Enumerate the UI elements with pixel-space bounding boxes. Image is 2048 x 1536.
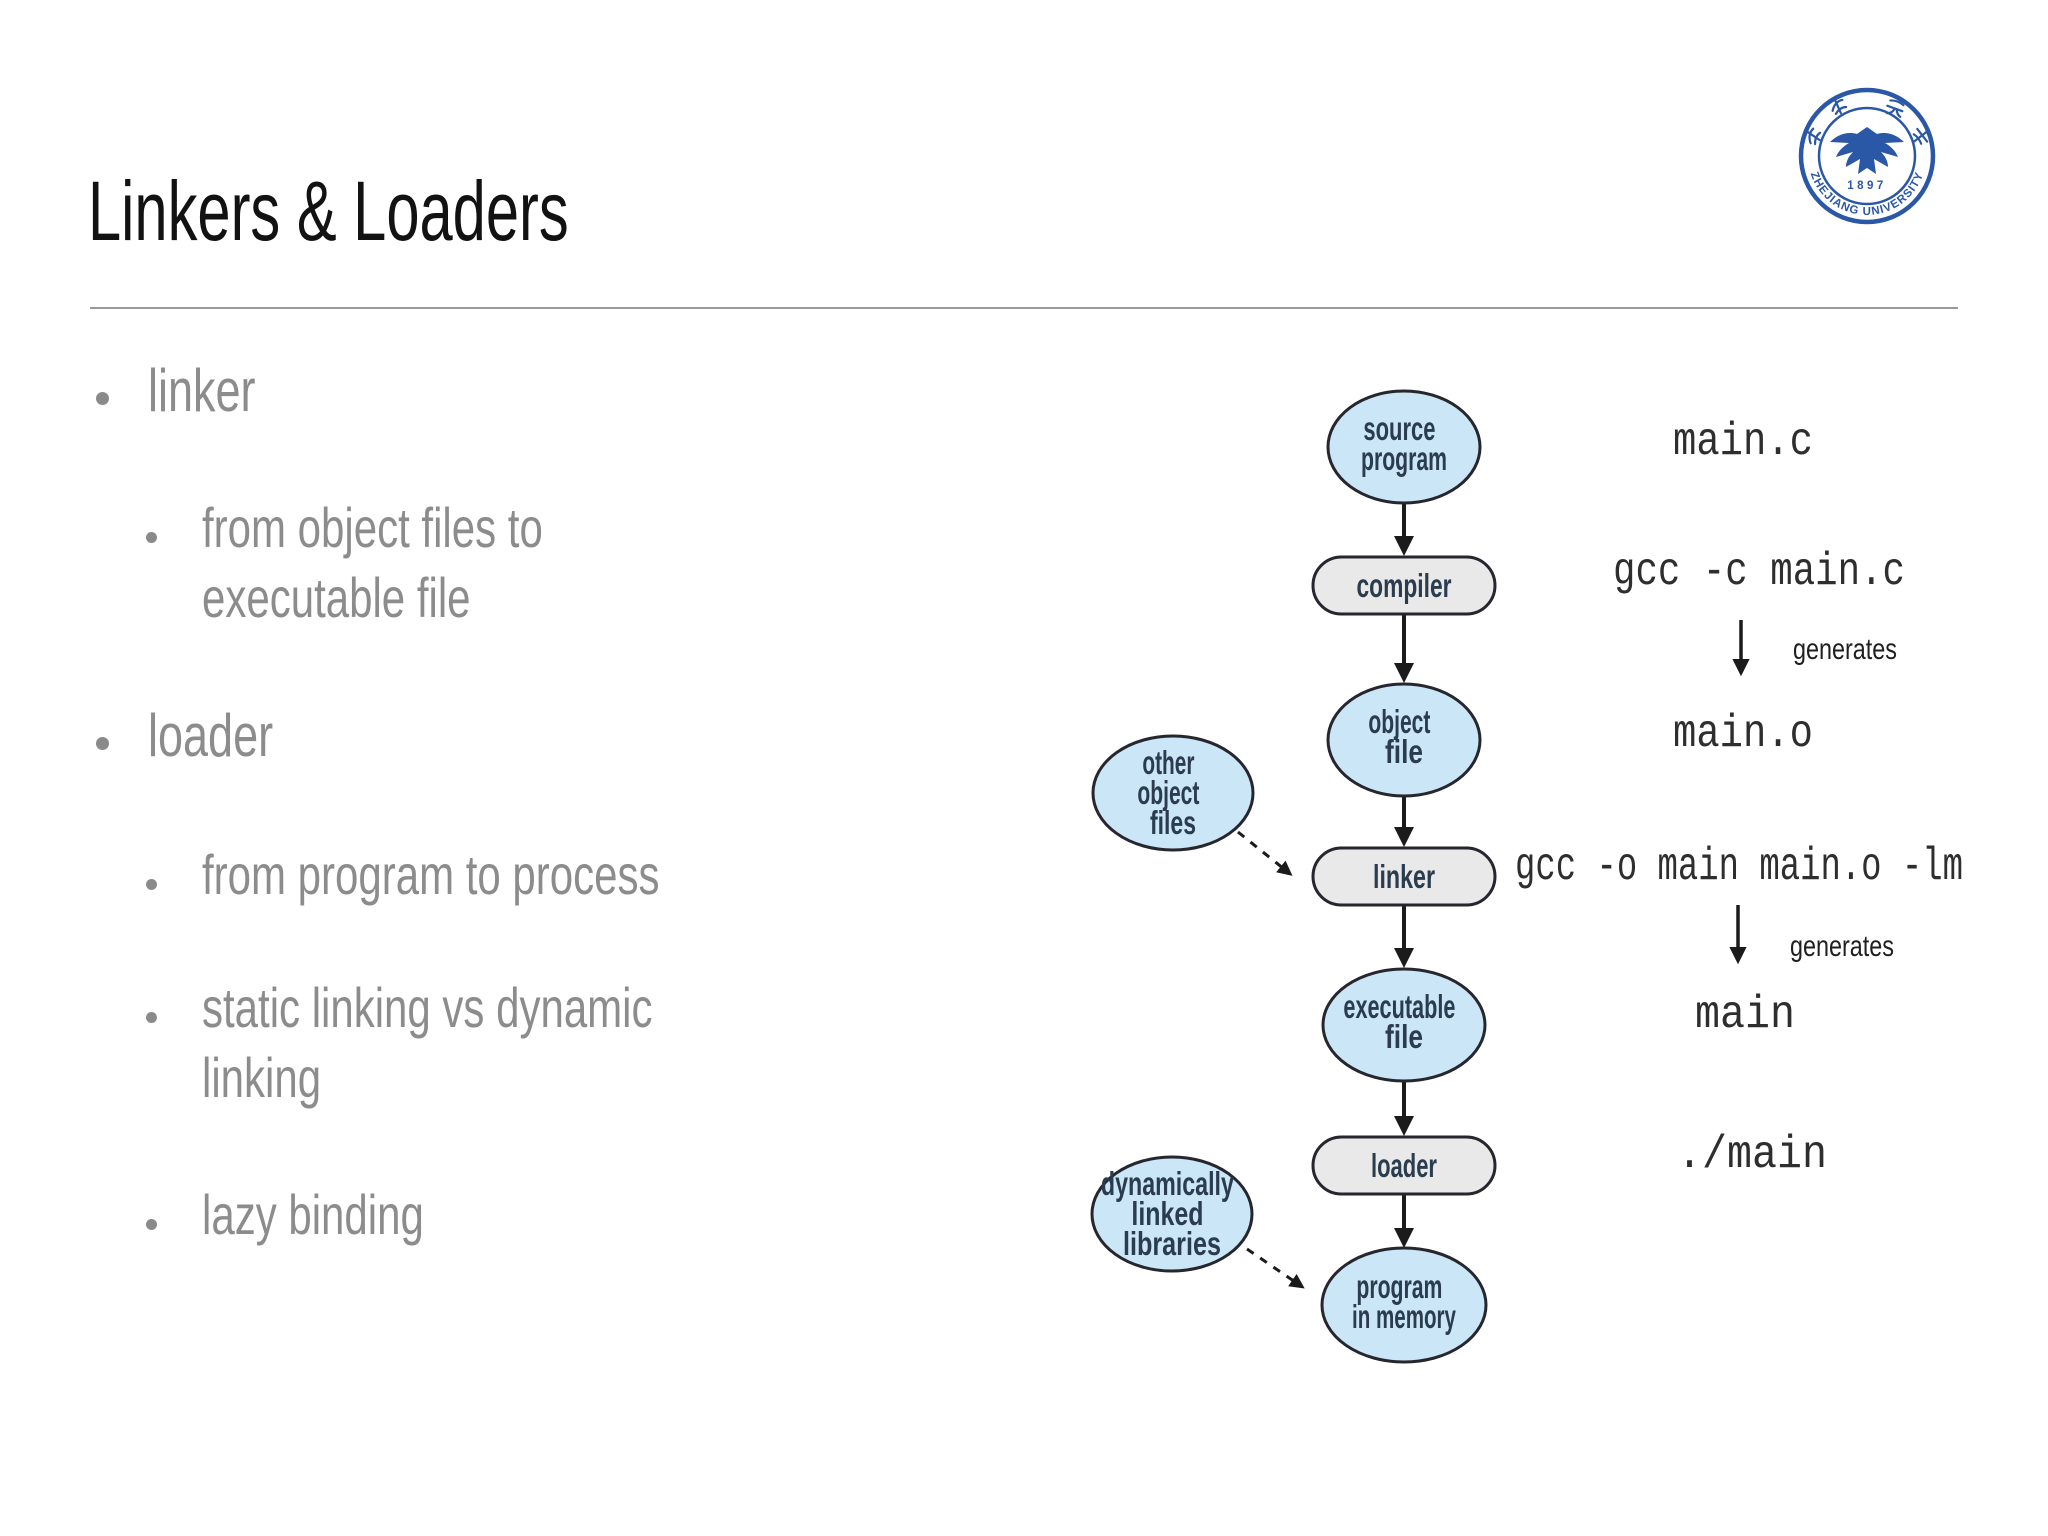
svg-text:dynamically linked: dynamically linked libraries [1101,1165,1243,1262]
node-linker: linker [1311,846,1497,907]
svg-text:loader: loader [1371,1147,1437,1184]
bullet-item-program-to-process: from program to process [146,840,812,910]
page-title: Linkers & Loaders [88,164,569,258]
node-compiler: compiler [1311,555,1497,616]
bullet-text: from program to process [202,843,660,906]
svg-text:other object f: other object files [1137,744,1208,841]
bullet-text: static linking vs dynamic linking [202,976,653,1109]
svg-text:executable file: executable file [1343,988,1464,1055]
bullet-dot [146,1012,157,1023]
zhejiang-university-logo: ZHEJIANG UNIVERSITY 1897 [1798,87,1936,225]
node-source-program: source program [1326,389,1482,505]
dashed-arrow-dll-to-program [1246,1247,1305,1289]
object-output-label: main.o [1673,708,1813,760]
bullet-item-static-vs-dynamic: static linking vs dynamic linking [146,973,803,1113]
node-object-file: object file [1326,682,1482,798]
bullet-item-object-to-executable: from object files to executable file [146,493,656,633]
compile-command: gcc -c main.c [1613,546,1905,598]
svg-text:linker: linker [1373,858,1435,895]
bullet-dot [96,737,109,750]
generates-label-1: generates [1793,633,1897,666]
svg-text:program in memory: program in memory [1352,1268,1456,1335]
run-command: ./main [1677,1129,1827,1181]
seal-year: 1897 [1847,180,1887,192]
node-dynamically-linked-libraries: dynamically linked libraries [1090,1155,1254,1273]
generates-label-2: generates [1790,930,1894,963]
bullet-item-lazy-binding: lazy binding [146,1180,498,1250]
bullet-text: loader [148,702,274,769]
bullet-text: linker [148,357,256,424]
bullet-dot [146,879,157,890]
node-other-object-files: other object files [1091,734,1255,852]
node-program-in-memory: program in memory [1320,1246,1488,1364]
executable-output-label: main [1695,989,1795,1041]
svg-text:compiler: compiler [1357,567,1452,604]
source-file-label: main.c [1673,416,1813,468]
svg-text:source program: source program [1361,410,1447,477]
link-command: gcc -o main main.o -lm [1515,841,1963,893]
seal-eagle-icon [1830,127,1904,174]
bullet-dot [96,392,109,405]
node-executable-file: executable file [1321,967,1487,1083]
bullet-dot [146,1219,157,1230]
title-divider [90,307,1958,309]
dashed-arrow-other-objects-to-linker [1237,830,1293,876]
svg-text:object file: object file [1368,703,1439,770]
bullet-dot [146,532,157,543]
bullet-text: lazy binding [202,1183,424,1246]
linking-flow-diagram: source program compiler object file othe… [1090,389,1963,1364]
bullet-item-linker: linker [96,355,291,427]
seal-calligraphy [1805,98,1929,146]
bullet-item-loader: loader [96,700,315,772]
node-loader: loader [1311,1135,1497,1196]
bullet-text: from object files to executable file [202,496,543,629]
